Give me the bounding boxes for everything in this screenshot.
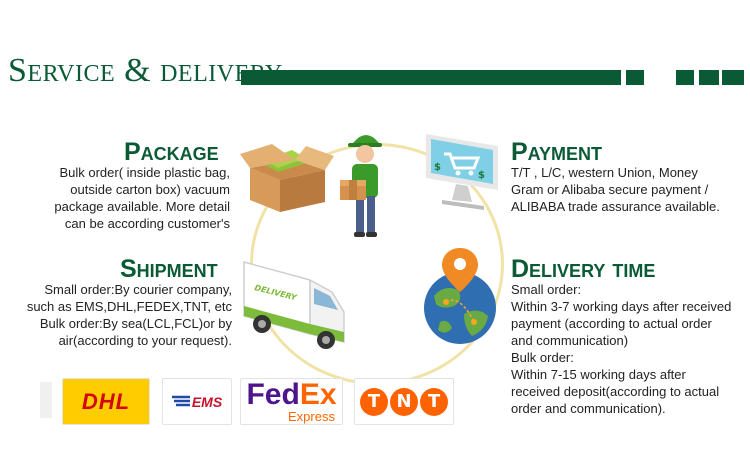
globe-pin-icon xyxy=(424,248,496,344)
delivery-line: received deposit(according to actual xyxy=(511,384,720,399)
shipment-line: Bulk order:By sea(LCL,FCL)or by xyxy=(39,316,232,331)
tnt-letter: T xyxy=(360,387,388,416)
ems-logo-text: EMS xyxy=(191,393,223,410)
payment-line: T/T , L/C, western Union, Money xyxy=(511,165,698,180)
tnt-logo: T N T xyxy=(354,378,454,425)
page-title: Service & delivery xyxy=(8,52,283,89)
shipment-line: air(according to your request). xyxy=(58,333,232,348)
package-line: outside carton box) vacuum xyxy=(70,182,230,197)
dhl-logo-text: DHL xyxy=(81,388,131,414)
header-rule xyxy=(241,70,621,85)
delivery-van-icon: DELIVERY xyxy=(243,261,345,349)
delivery-line: payment (according to actual order xyxy=(511,316,712,331)
header-rule-square xyxy=(626,70,644,85)
package-line: Bulk order( inside plastic bag, xyxy=(59,165,230,180)
fedex-ex: Ex xyxy=(299,378,337,411)
payment-heading: Payment xyxy=(511,138,603,166)
svg-text:$: $ xyxy=(434,162,441,173)
fedex-wordmark: FedEx xyxy=(246,380,336,410)
logo-strip-edge xyxy=(40,382,52,418)
fedex-fe: Fed xyxy=(246,378,300,411)
shipment-line: Small order:By courier company, xyxy=(44,282,232,297)
delivery-line: and communication) xyxy=(511,333,629,348)
package-line: can be according customer's xyxy=(64,216,230,231)
shipment-heading: Shipment xyxy=(120,255,218,283)
ems-wing-icon xyxy=(171,395,190,406)
header-rule-square xyxy=(722,70,744,85)
payment-line: ALIBABA trade assurance available. xyxy=(511,199,720,214)
package-box-icon xyxy=(240,144,334,212)
fedex-express: Express xyxy=(288,409,335,424)
delivery-line: order and communication). xyxy=(511,401,666,416)
delivery-line: Within 7-15 working days after xyxy=(511,367,686,382)
header-rule-square xyxy=(699,70,719,85)
fedex-logo: FedEx Express xyxy=(240,378,343,425)
payment-monitor-icon: $ $ xyxy=(426,134,498,210)
delivery-line: Small order: xyxy=(511,282,582,297)
delivery-line: Bulk order: xyxy=(511,350,574,365)
delivery-line: Within 3-7 working days after received xyxy=(511,299,732,314)
ems-logo: EMS xyxy=(162,378,232,425)
header-rule-square xyxy=(676,70,694,85)
dhl-logo: DHL xyxy=(62,378,150,425)
package-heading: Package xyxy=(124,138,219,166)
payment-text: T/T , L/C, western Union, Money Gram or … xyxy=(511,164,747,215)
svg-text:$: $ xyxy=(478,170,485,181)
payment-line: Gram or Alibaba secure payment / xyxy=(511,182,709,197)
package-text: Bulk order( inside plastic bag, outside … xyxy=(20,164,230,232)
package-line: package available. More detail xyxy=(54,199,230,214)
delivery-man-icon xyxy=(340,135,382,237)
shipment-text: Small order:By courier company, such as … xyxy=(20,281,232,349)
delivery-text: Small order: Within 3-7 working days aft… xyxy=(511,281,747,417)
tnt-letter: T xyxy=(420,387,448,416)
tnt-letter: N xyxy=(390,387,418,416)
delivery-heading: Delivery time xyxy=(511,255,656,283)
shipment-line: such as EMS,DHL,FEDEX,TNT, etc xyxy=(26,299,232,314)
